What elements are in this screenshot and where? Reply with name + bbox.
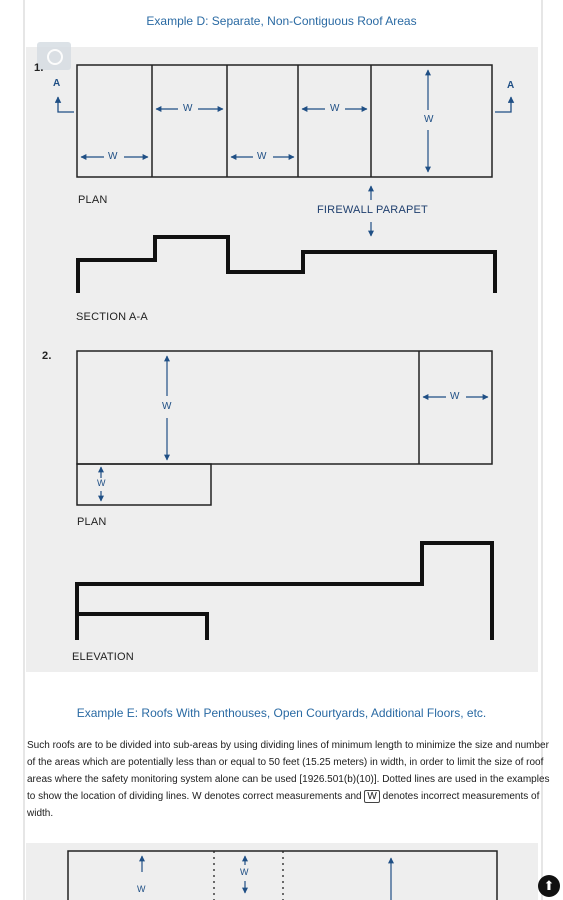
section-a-a-label: SECTION A-A xyxy=(76,311,148,323)
section-marker-right: A xyxy=(507,80,515,91)
width-label: W xyxy=(240,867,249,877)
plan-1-outline xyxy=(76,64,493,178)
width-label: W xyxy=(330,103,340,114)
example-e-paragraph: Such roofs are to be divided into sub-ar… xyxy=(27,737,552,822)
width-label: W xyxy=(424,114,434,125)
width-label: W xyxy=(183,103,193,114)
section-a-a-profile xyxy=(76,235,497,293)
section-cut-markers xyxy=(54,96,515,113)
width-label: W xyxy=(97,478,106,488)
plan-1-label: PLAN xyxy=(78,194,108,206)
elevation-profile xyxy=(75,541,494,640)
plan-2-outline xyxy=(76,350,493,506)
scroll-up-icon[interactable]: ⬆︎ xyxy=(538,875,560,897)
paragraph-body: Such roofs are to be divided into sub-ar… xyxy=(27,740,550,802)
plan-2-dimension-arrows xyxy=(98,355,489,502)
figure-1-number: 1. xyxy=(34,62,44,74)
page-edge-right xyxy=(541,0,543,900)
width-label: W xyxy=(137,884,146,894)
firewall-parapet-label: FIREWALL PARAPET xyxy=(317,204,428,216)
plan-1-dimension-arrows xyxy=(80,69,431,173)
width-label: W xyxy=(450,391,460,402)
page-edge-left xyxy=(23,0,25,900)
camera-icon[interactable] xyxy=(37,42,71,70)
example-e-heading: Example E: Roofs With Penthouses, Open C… xyxy=(76,706,487,720)
elevation-label: ELEVATION xyxy=(72,651,134,663)
plan-2-label: PLAN xyxy=(77,516,107,528)
width-label: W xyxy=(257,151,267,162)
figure-2-number: 2. xyxy=(42,350,52,362)
width-label: W xyxy=(108,151,118,162)
example-d-figure-panel xyxy=(26,47,538,672)
paragraph-tail: denotes incorrect measurements of width. xyxy=(27,791,540,819)
width-label: W xyxy=(162,401,172,412)
example-e-figure-partial xyxy=(26,843,538,900)
example-d-heading: Example D: Separate, Non-Contiguous Roof… xyxy=(146,14,417,28)
section-marker-left: A xyxy=(53,78,61,89)
boxed-width-symbol: W xyxy=(364,790,380,803)
